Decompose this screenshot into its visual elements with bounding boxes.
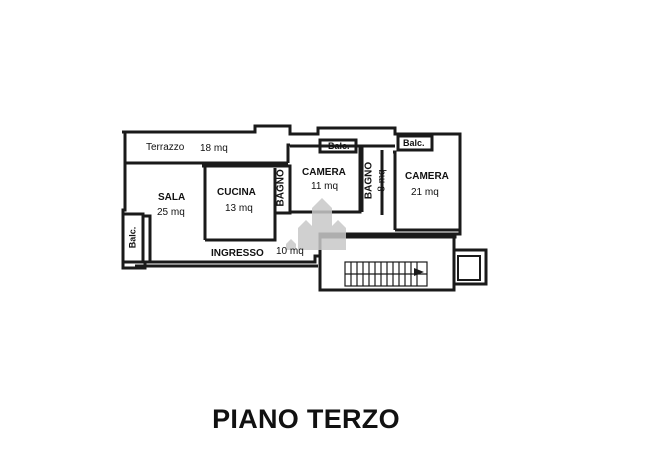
- room-area-sala: 25 mq: [157, 207, 185, 218]
- watermark-logo-icon: [286, 198, 346, 250]
- room-area-camera-11: 11 mq: [311, 181, 339, 192]
- balcony-label-middle: Balc.: [328, 141, 350, 151]
- balcony-label-left: Balc.: [127, 226, 138, 249]
- room-label-cucina: CUCINA: [217, 187, 256, 198]
- floor-title: PIANO TERZO: [212, 404, 400, 434]
- room-label-bagno-1: BAGNO: [275, 169, 287, 207]
- room-label-ingresso: INGRESSO: [211, 248, 264, 259]
- room-area-ingresso: 10 mq: [276, 246, 304, 257]
- room-area-bagno-2: 8 mq: [376, 169, 388, 192]
- room-label-sala: SALA: [158, 192, 186, 203]
- room-label-bagno-2: BAGNO: [363, 161, 375, 200]
- room-label-terrazzo: Terrazzo: [146, 142, 185, 153]
- room-label-camera-11: CAMERA: [302, 167, 346, 178]
- room-area-camera-21: 21 mq: [411, 187, 439, 198]
- room-area-cucina: 13 mq: [225, 203, 253, 214]
- balcony-label-right: Balc.: [403, 138, 425, 148]
- room-area-terrazzo: 18 mq: [200, 143, 228, 154]
- room-label-camera-21: CAMERA: [405, 171, 449, 182]
